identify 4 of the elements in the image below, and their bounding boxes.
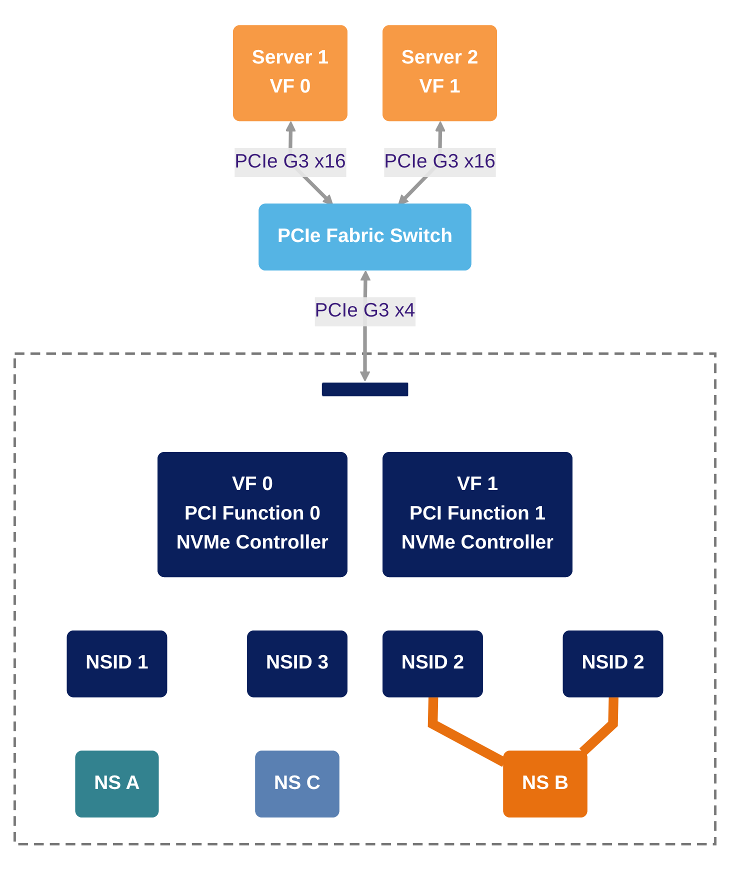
- edge-label: PCIe G3 x16: [234, 150, 346, 172]
- edge-label: PCIe G3 x4: [314, 300, 416, 321]
- edge-label: PCIe G3 x16: [384, 150, 496, 172]
- cluster: [14, 352, 716, 845]
